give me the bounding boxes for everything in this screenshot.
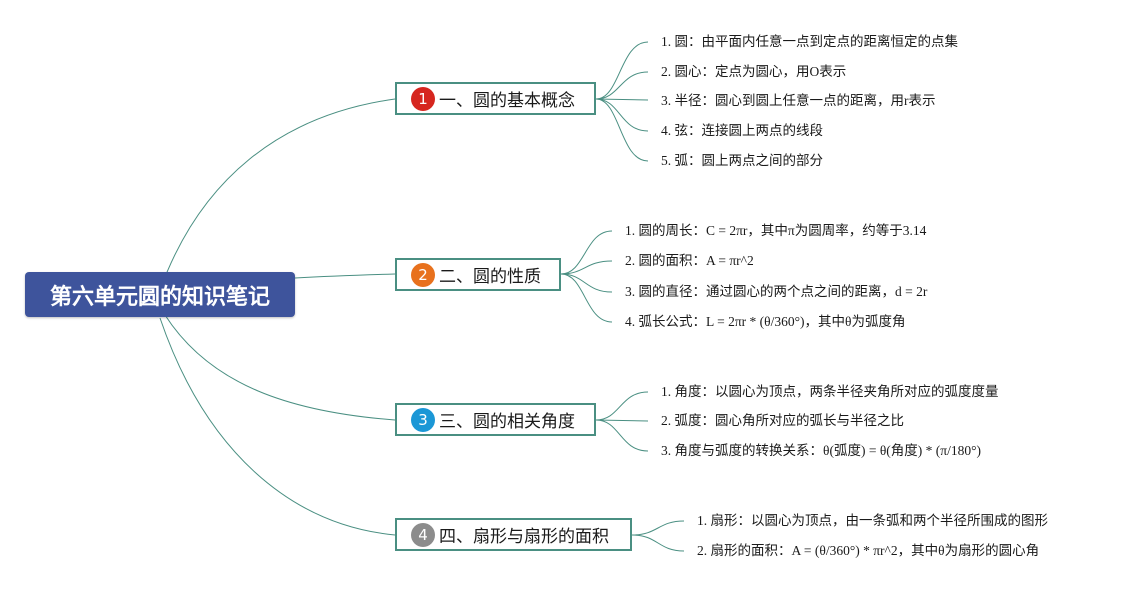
link-b1-item-1 xyxy=(595,41,649,100)
link-root-branch-3 xyxy=(164,314,396,421)
root-title: 第六单元圆的知识笔记 xyxy=(49,284,270,310)
branch-1-label: 一、圆的基本概念 xyxy=(439,91,575,111)
branch-1-item-5: 5. 弧：圆上两点之间的部分 xyxy=(661,153,823,168)
number-3-badge-icon: 3 xyxy=(411,407,435,432)
link-b1-item-5 xyxy=(595,98,649,162)
branch-1-item-4: 4. 弦：连接圆上两点的线段 xyxy=(661,123,823,138)
number-1-badge-icon: 1 xyxy=(411,86,435,111)
root-node[interactable]: 第六单元圆的知识笔记 xyxy=(25,272,295,317)
branch-node-1[interactable]: 1 一、圆的基本概念 xyxy=(395,82,596,115)
branch-2-item-3: 3. 圆的直径：通过圆心的两个点之间的距离，d = 2r xyxy=(625,284,928,299)
branch-node-4[interactable]: 4 四、扇形与扇形的面积 xyxy=(395,518,632,551)
branch-4-item-2: 2. 扇形的面积：A = (θ/360°) * πr^2，其中θ为扇形的圆心角 xyxy=(697,543,1040,558)
number-4-badge-icon: 4 xyxy=(411,522,435,547)
branch-2-item-2: 2. 圆的面积：A = πr^2 xyxy=(625,253,754,268)
link-b2-item-3 xyxy=(560,273,613,293)
branch-1-item-3: 3. 半径：圆心到圆上任意一点的距离，用r表示 xyxy=(661,93,936,108)
link-root-branch-4 xyxy=(159,317,396,536)
branch-3-item-3: 3. 角度与弧度的转换关系：θ(弧度) = θ(角度) * (π/180°) xyxy=(661,443,981,458)
link-b4-item-2 xyxy=(631,534,685,552)
link-b3-item-2 xyxy=(595,419,649,422)
branch-4-label: 四、扇形与扇形的面积 xyxy=(439,527,609,547)
branch-3-item-2: 2. 弧度：圆心角所对应的弧长与半径之比 xyxy=(661,413,904,428)
branch-1-item-2: 2. 圆心：定点为圆心，用O表示 xyxy=(661,64,847,79)
link-b1-item-4 xyxy=(595,98,649,132)
link-b4-item-1 xyxy=(631,520,685,536)
link-b3-item-1 xyxy=(595,391,649,421)
branch-node-2[interactable]: 2 二、圆的性质 xyxy=(395,258,561,291)
link-b2-item-2 xyxy=(560,260,613,275)
branch-node-3[interactable]: 3 三、圆的相关角度 xyxy=(395,403,596,436)
branch-2-label: 二、圆的性质 xyxy=(439,267,541,287)
link-b1-item-2 xyxy=(595,71,649,100)
branch-4-item-1: 1. 扇形：以圆心为顶点，由一条弧和两个半径所围成的图形 xyxy=(697,513,1048,528)
link-root-branch-1 xyxy=(159,98,396,291)
branch-1-item-1: 1. 圆：由平面内任意一点到定点的距离恒定的点集 xyxy=(661,34,958,49)
branch-2-item-1: 1. 圆的周长：C = 2πr，其中π为圆周率，约等于3.14 xyxy=(625,223,927,238)
link-b1-item-3 xyxy=(595,98,649,101)
link-b3-item-3 xyxy=(595,419,649,452)
link-b2-item-4 xyxy=(560,273,613,323)
branch-2-item-4: 4. 弧长公式：L = 2πr * (θ/360°)，其中θ为弧度角 xyxy=(625,314,906,329)
number-2-badge-icon: 2 xyxy=(411,262,435,287)
link-root-branch-2 xyxy=(294,273,396,279)
branch-3-item-1: 1. 角度：以圆心为顶点，两条半径夹角所对应的弧度度量 xyxy=(661,384,999,399)
branch-3-label: 三、圆的相关角度 xyxy=(439,412,575,432)
link-b2-item-1 xyxy=(560,230,613,275)
